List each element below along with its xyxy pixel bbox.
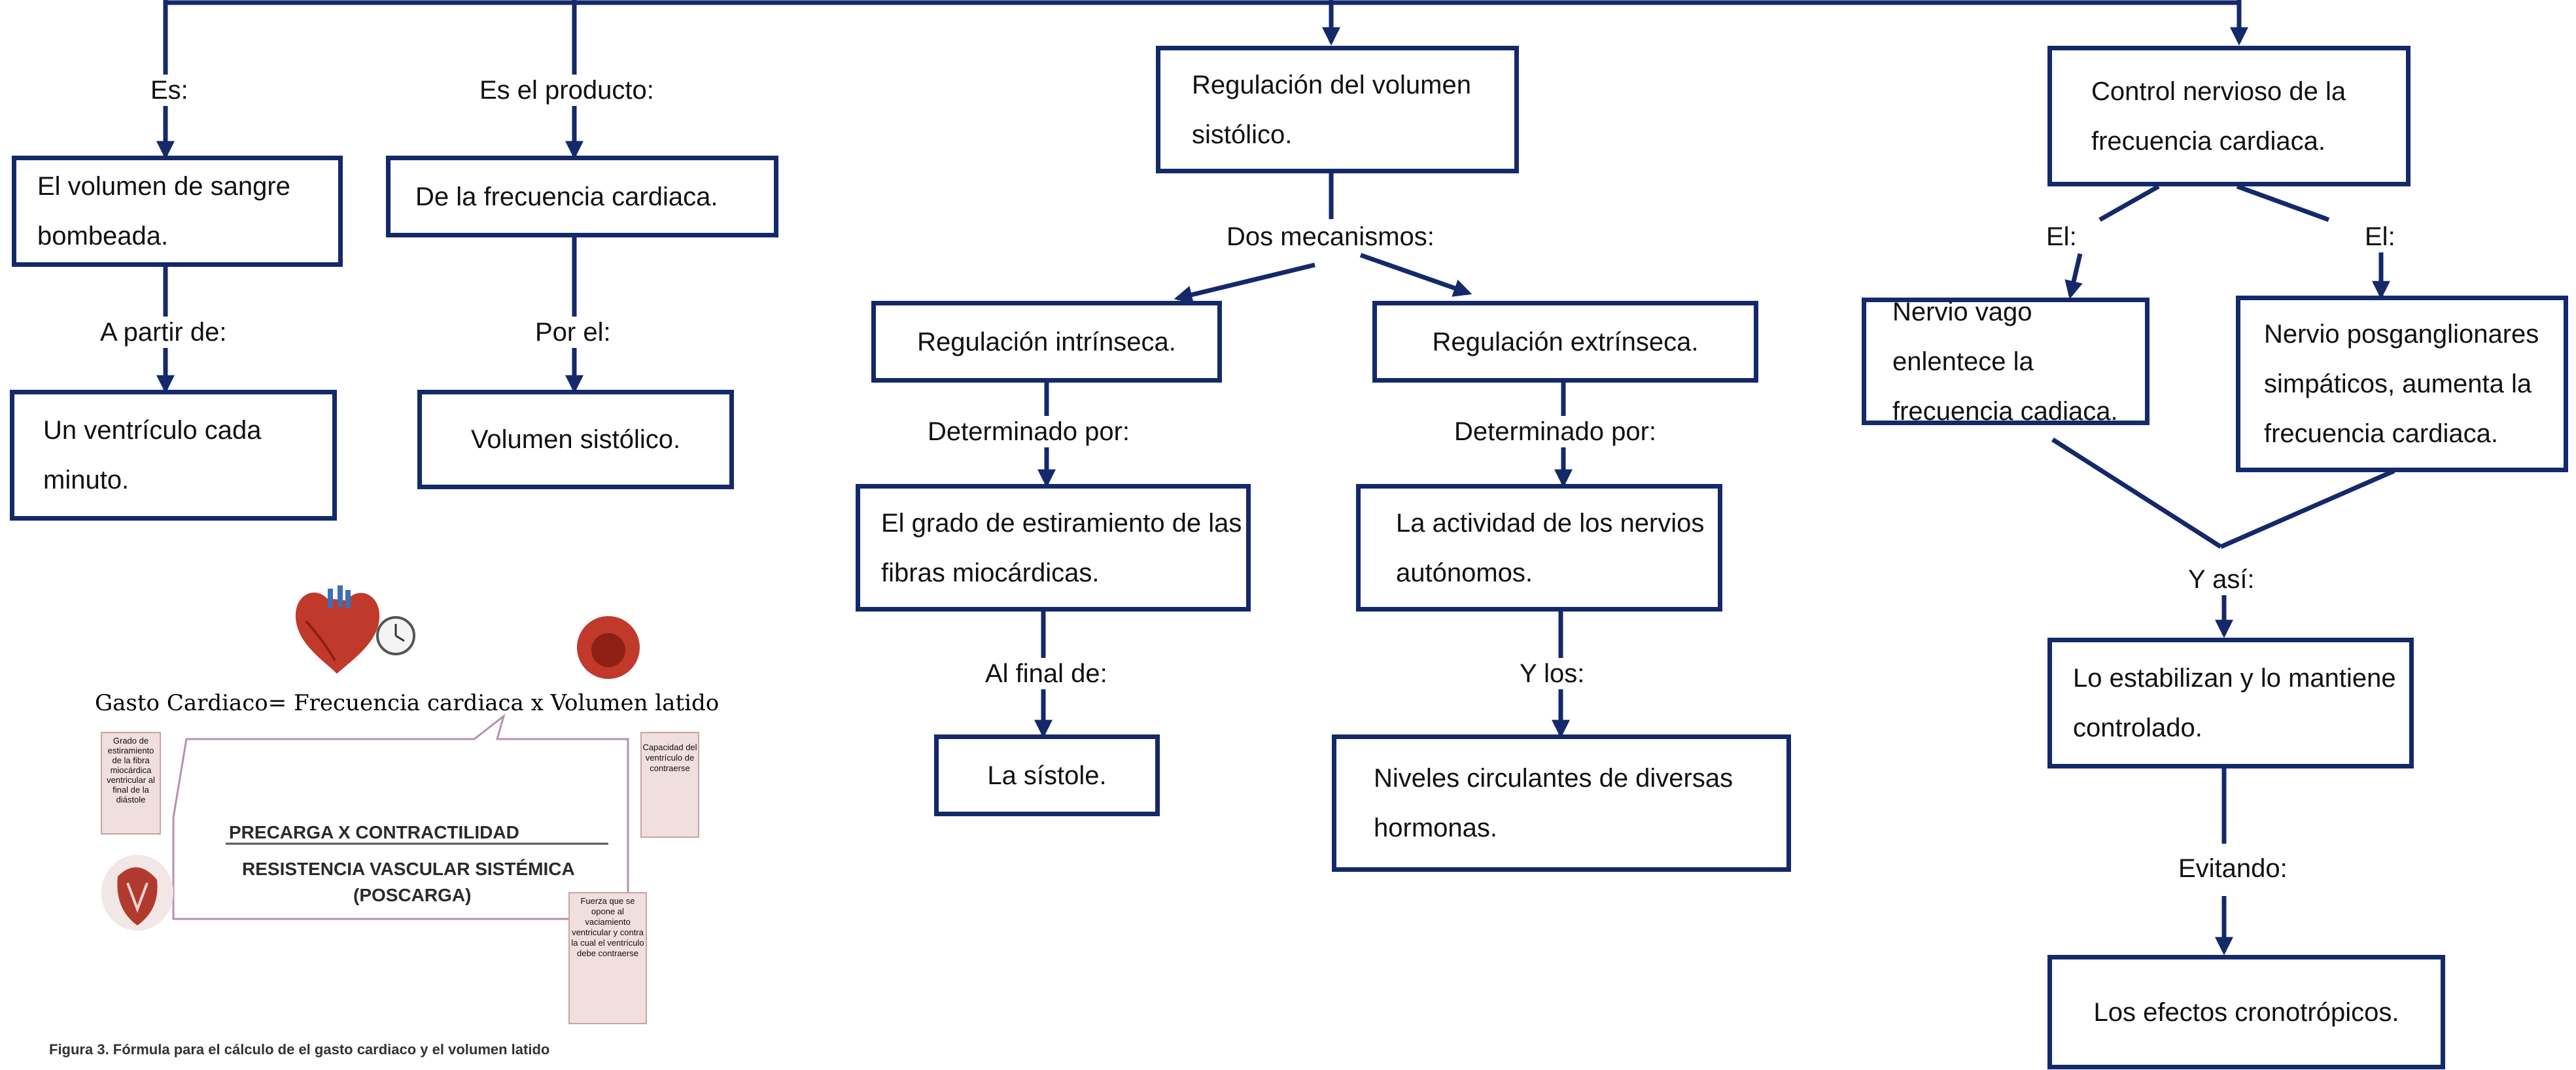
figure-numerator: PRECARGA X CONTRACTILIDAD	[229, 822, 519, 842]
node-frecuencia-cardiaca: De la frecuencia cardiaca.	[386, 156, 778, 237]
ventricle-icon	[101, 855, 173, 931]
node-nervio-posganglionares: Nervio posganglionares simpáticos, aumen…	[2236, 296, 2568, 472]
node-volumen-sistolico-text: Volumen sistólico.	[470, 425, 681, 454]
label-el-vago: El:	[2046, 221, 2077, 252]
note-contractilidad	[640, 732, 699, 838]
label-evitando: Evitando:	[2178, 853, 2288, 884]
heart-icon	[295, 585, 380, 674]
note-precarga	[101, 732, 161, 835]
node-estabilizan: Lo estabilizan y lo mantiene controlado.	[2047, 638, 2414, 768]
node-niveles-hormonas: Niveles circulantes de diversas hormonas…	[1332, 734, 1791, 872]
label-es: Es:	[150, 75, 188, 106]
node-nervio-vago-text: Nervio vago enlentece la frecuencia cadi…	[1892, 297, 2118, 426]
label-a-partir-de: A partir de:	[100, 317, 227, 348]
formula-outline	[172, 713, 629, 920]
node-regulacion-volumen: Regulación del volumen sistólico.	[1156, 46, 1519, 173]
node-estiramiento: El grado de estiramiento de las fibras m…	[856, 484, 1251, 612]
figure-denominator-1: RESISTENCIA VASCULAR SISTÉMICA	[242, 859, 575, 879]
label-el-posganglionares: El:	[2365, 221, 2395, 252]
node-nervio-posganglionares-text: Nervio posganglionares simpáticos, aumen…	[2264, 320, 2539, 448]
node-regulacion-intrinseca-text: Regulación intrínseca.	[917, 327, 1176, 356]
label-determinado-por-extrinseca: Determinado por:	[1454, 416, 1657, 447]
node-control-nervioso: Control nervioso de la frecuencia cardia…	[2047, 46, 2411, 186]
node-estiramiento-text: El grado de estiramiento de las fibras m…	[881, 508, 1242, 587]
node-estabilizan-text: Lo estabilizan y lo mantiene controlado.	[2073, 664, 2396, 742]
node-volumen-sangre-text: El volumen de sangre bombeada.	[37, 172, 290, 250]
label-dos-mecanismos: Dos mecanismos:	[1227, 221, 1435, 252]
node-sistole: La sístole.	[934, 734, 1160, 816]
node-ventriculo: Un ventrículo cada minuto.	[10, 390, 337, 521]
node-frecuencia-cardiaca-text: De la frecuencia cardiaca.	[415, 182, 718, 211]
node-volumen-sangre: El volumen de sangre bombeada.	[12, 156, 343, 267]
node-efectos-cronotropicos: Los efectos cronotrópicos.	[2047, 955, 2445, 1069]
node-control-nervioso-text: Control nervioso de la frecuencia cardia…	[2091, 77, 2346, 156]
figure-formula: Gasto Cardiaco= Frecuencia cardiaca x Vo…	[95, 690, 719, 716]
note-poscarga-text: Fuerza que se opone al vaciamiento ventr…	[571, 896, 644, 958]
node-actividad-nervios: La actividad de los nervios autónomos.	[1356, 484, 1722, 612]
node-actividad-nervios-text: La actividad de los nervios autónomos.	[1396, 508, 1705, 587]
note-poscarga	[568, 892, 647, 1024]
node-nervio-vago: Nervio vago enlentece la frecuencia cadi…	[1862, 298, 2150, 426]
figure-caption: Figura 3. Fórmula para el cálculo de el …	[49, 1041, 549, 1058]
note-contractilidad-text: Capacidad del ventrículo de contraerse	[642, 742, 697, 773]
label-al-final-de: Al final de:	[985, 658, 1107, 689]
note-precarga-text: Grado de estiramiento de la fibra miocár…	[107, 736, 155, 804]
label-es-el-producto: Es el producto:	[479, 75, 654, 106]
node-ventriculo-text: Un ventrículo cada minuto.	[43, 416, 262, 494]
node-volumen-sistolico: Volumen sistólico.	[417, 390, 734, 489]
cardiac-output-figure: Gasto Cardiaco= Frecuencia cardiaca x Vo…	[49, 585, 719, 1058]
node-regulacion-extrinseca-text: Regulación extrínseca.	[1432, 327, 1699, 356]
label-por-el: Por el:	[535, 317, 611, 348]
node-sistole-text: La sístole.	[987, 761, 1107, 790]
figure-denominator-2: (POSCARGA)	[353, 885, 471, 905]
blood-cell-icon	[577, 616, 640, 679]
label-determinado-por-intrinseca: Determinado por:	[928, 416, 1130, 447]
label-y-asi: Y así:	[2188, 564, 2255, 595]
label-y-los: Y los:	[1520, 658, 1585, 689]
node-efectos-cronotropicos-text: Los efectos cronotrópicos.	[2093, 997, 2399, 1027]
clock-icon	[376, 616, 415, 655]
node-regulacion-extrinseca: Regulación extrínseca.	[1372, 301, 1758, 383]
node-regulacion-intrinseca: Regulación intrínseca.	[871, 301, 1222, 383]
node-niveles-hormonas-text: Niveles circulantes de diversas hormonas…	[1374, 764, 1733, 842]
node-regulacion-volumen-text: Regulación del volumen sistólico.	[1192, 70, 1471, 149]
